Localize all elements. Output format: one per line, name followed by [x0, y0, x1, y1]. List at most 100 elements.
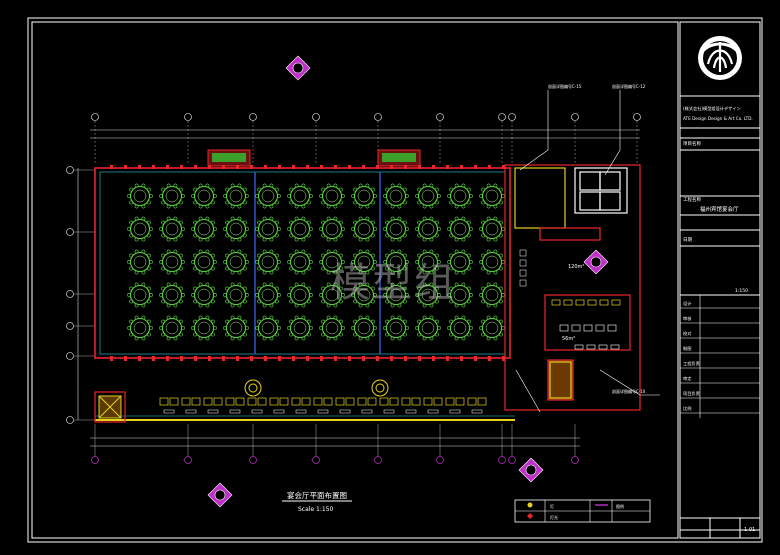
axis-bubble	[312, 113, 320, 121]
section-markers	[207, 55, 609, 508]
axis-bubble	[571, 456, 579, 464]
axis-bubble	[374, 456, 382, 464]
round-table	[479, 282, 505, 308]
axis-bubble	[498, 113, 506, 121]
axis-bubble	[571, 113, 579, 121]
label-drawing: 工程名称	[683, 196, 701, 203]
drawing-name: 福州宾馆宴会厅	[700, 205, 739, 213]
round-table	[255, 183, 281, 209]
legend-text-2: 灯光	[550, 514, 558, 520]
top-grid-axes	[91, 113, 641, 165]
title-block-row-label: 项目负责	[683, 390, 700, 397]
section-marker	[207, 482, 233, 508]
round-table	[415, 315, 441, 341]
company-logo	[698, 36, 742, 80]
drawing-scale: Scale 1:150	[298, 506, 334, 513]
section-marker	[518, 457, 544, 483]
round-table	[255, 282, 281, 308]
round-table	[287, 282, 313, 308]
axis-bubble	[436, 113, 444, 121]
round-table	[191, 282, 217, 308]
round-table	[255, 249, 281, 275]
round-table	[127, 216, 153, 242]
axis-bubble	[498, 456, 506, 464]
round-table	[479, 315, 505, 341]
round-table	[287, 315, 313, 341]
round-table	[127, 249, 153, 275]
legend-right: 图例	[616, 503, 624, 509]
legend-table: 灯 灯光 图例	[514, 499, 651, 523]
round-table	[383, 183, 409, 209]
round-table	[351, 183, 377, 209]
round-table	[223, 183, 249, 209]
bottom-grid-axes	[91, 424, 579, 464]
round-table	[127, 183, 153, 209]
watermark: 模型组	[330, 260, 456, 306]
round-table	[383, 282, 409, 308]
round-table	[191, 216, 217, 242]
axis-bubble	[508, 456, 516, 464]
round-table	[191, 249, 217, 275]
callout-c15: 剖面详图编号C-15	[548, 83, 582, 89]
round-table	[383, 216, 409, 242]
round-table	[287, 216, 313, 242]
top-dimension-lines	[90, 129, 640, 447]
label-project: 项目名称	[683, 140, 701, 147]
round-table	[159, 216, 185, 242]
round-table	[223, 216, 249, 242]
round-table	[415, 216, 441, 242]
company-name-en: ATE Design Design & Art Co. LTD.	[683, 116, 753, 121]
axis-bubble	[66, 416, 74, 424]
round-table	[447, 249, 473, 275]
axis-bubble	[249, 113, 257, 121]
scale-value: 1:150	[735, 288, 748, 294]
round-table	[191, 183, 217, 209]
axis-bubble	[66, 322, 74, 330]
round-table	[159, 282, 185, 308]
axis-bubble	[91, 456, 99, 464]
round-table	[255, 216, 281, 242]
axis-bubble	[66, 290, 74, 298]
title-block-row-label: 设计	[683, 300, 691, 307]
title-block-row-label: 比例	[683, 405, 691, 412]
round-table	[223, 315, 249, 341]
round-table	[351, 282, 377, 308]
round-table	[319, 183, 345, 209]
section-marker	[583, 249, 609, 275]
axis-bubble	[184, 456, 192, 464]
foyer	[94, 379, 515, 423]
round-table	[223, 249, 249, 275]
drawing-title: 宴会厅平面布置图	[287, 490, 347, 500]
axis-bubble	[508, 113, 516, 121]
inner-border	[31, 21, 679, 539]
axis-bubble	[66, 228, 74, 236]
round-table	[383, 249, 409, 275]
round-table	[319, 249, 345, 275]
round-table	[415, 183, 441, 209]
area-label-lounge: 56m²	[562, 336, 575, 342]
round-table	[351, 315, 377, 341]
round-table	[319, 282, 345, 308]
area-label-hall: 120m²	[568, 264, 584, 270]
service-seating	[519, 249, 621, 350]
round-table	[191, 315, 217, 341]
round-table	[479, 183, 505, 209]
round-table	[223, 282, 249, 308]
service-area	[504, 164, 641, 413]
round-table	[383, 315, 409, 341]
round-table	[351, 216, 377, 242]
round-table	[447, 183, 473, 209]
callout-c12: 剖面详图编号C-12	[612, 83, 646, 89]
round-table	[159, 315, 185, 341]
round-tables	[127, 183, 505, 341]
round-table	[447, 315, 473, 341]
section-marker	[285, 55, 311, 81]
axis-bubble	[66, 166, 74, 174]
round-table	[479, 249, 505, 275]
round-table	[127, 315, 153, 341]
axis-bubble	[436, 456, 444, 464]
foyer-seating	[159, 397, 487, 414]
